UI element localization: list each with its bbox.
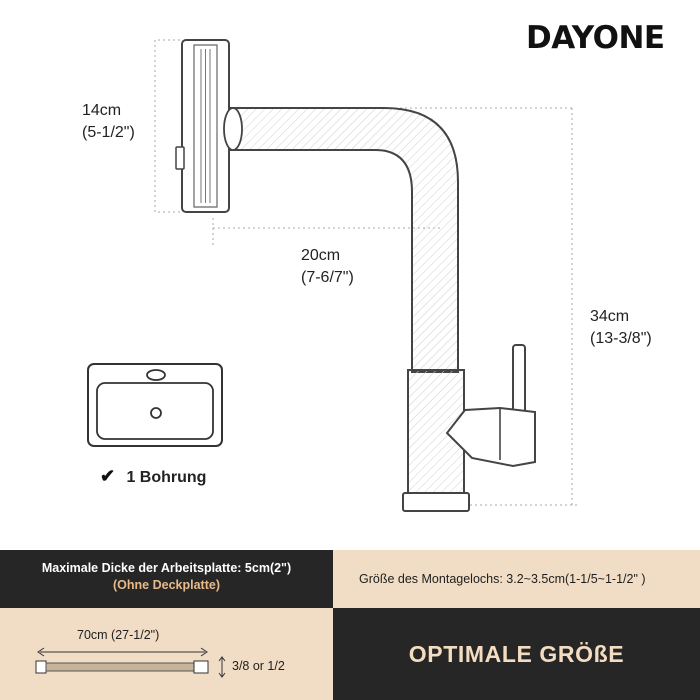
hose-illustration [35,647,226,678]
mounting-hole-cell: Größe des Montagelochs: 3.2~3.5cm(1-1/5~… [333,550,700,608]
faucet-drawing [87,39,580,512]
product-diagram-area: DAYONE [82,20,666,512]
sink-illustration [87,363,223,447]
spec-row-1: Maximale Dicke der Arbeitsplatte: 5cm(2"… [0,550,700,608]
hose-length-text: 70cm (27-1/2") [77,628,160,642]
worktop-thickness-cell: Maximale Dicke der Arbeitsplatte: 5cm(2"… [0,550,333,608]
banner-title: OPTIMALE GRÖßE [408,640,625,667]
worktop-thickness-text: Maximale Dicke der Arbeitsplatte: 5cm(2"… [41,561,292,575]
dimension-reach: 20cm (7-6/7") [301,245,354,289]
dimension-guides [154,39,580,506]
dimension-total-height: 34cm (13-3/8") [590,306,652,350]
spec-row-2: 70cm (27-1/2") 3/8 or 1/2 OPTIMALE GRÖßE [0,608,700,700]
hose-cell: 70cm (27-1/2") 3/8 or 1/2 [0,608,333,700]
dimension-imperial: (7-6/7") [301,269,354,286]
dimension-metric: 14cm [82,102,122,119]
dimension-imperial: (5-1/2") [82,124,135,141]
hose-thread-text: 3/8 or 1/2 [232,659,285,673]
dimension-metric: 20cm [301,247,341,264]
spout-arm [228,107,459,373]
worktop-note-text: (Ohne Deckplatte) [113,578,220,592]
mounting-hole-text: Größe des Montagelochs: 3.2~3.5cm(1-1/5~… [359,572,646,586]
dimension-imperial: (13-3/8") [590,330,652,347]
banner-cell: OPTIMALE GRÖßE [333,608,700,700]
brand-logo: DAYONE [526,20,665,56]
mounting-hole-count: ✔ 1 Bohrung [100,465,206,489]
spray-head [175,39,230,213]
lever-handle [445,344,536,468]
checkmark-icon: ✔ [100,466,116,486]
dimension-spout-height: 14cm (5-1/2") [82,100,135,144]
dimension-metric: 34cm [590,308,630,325]
mounting-hole-label: 1 Bohrung [126,469,207,486]
